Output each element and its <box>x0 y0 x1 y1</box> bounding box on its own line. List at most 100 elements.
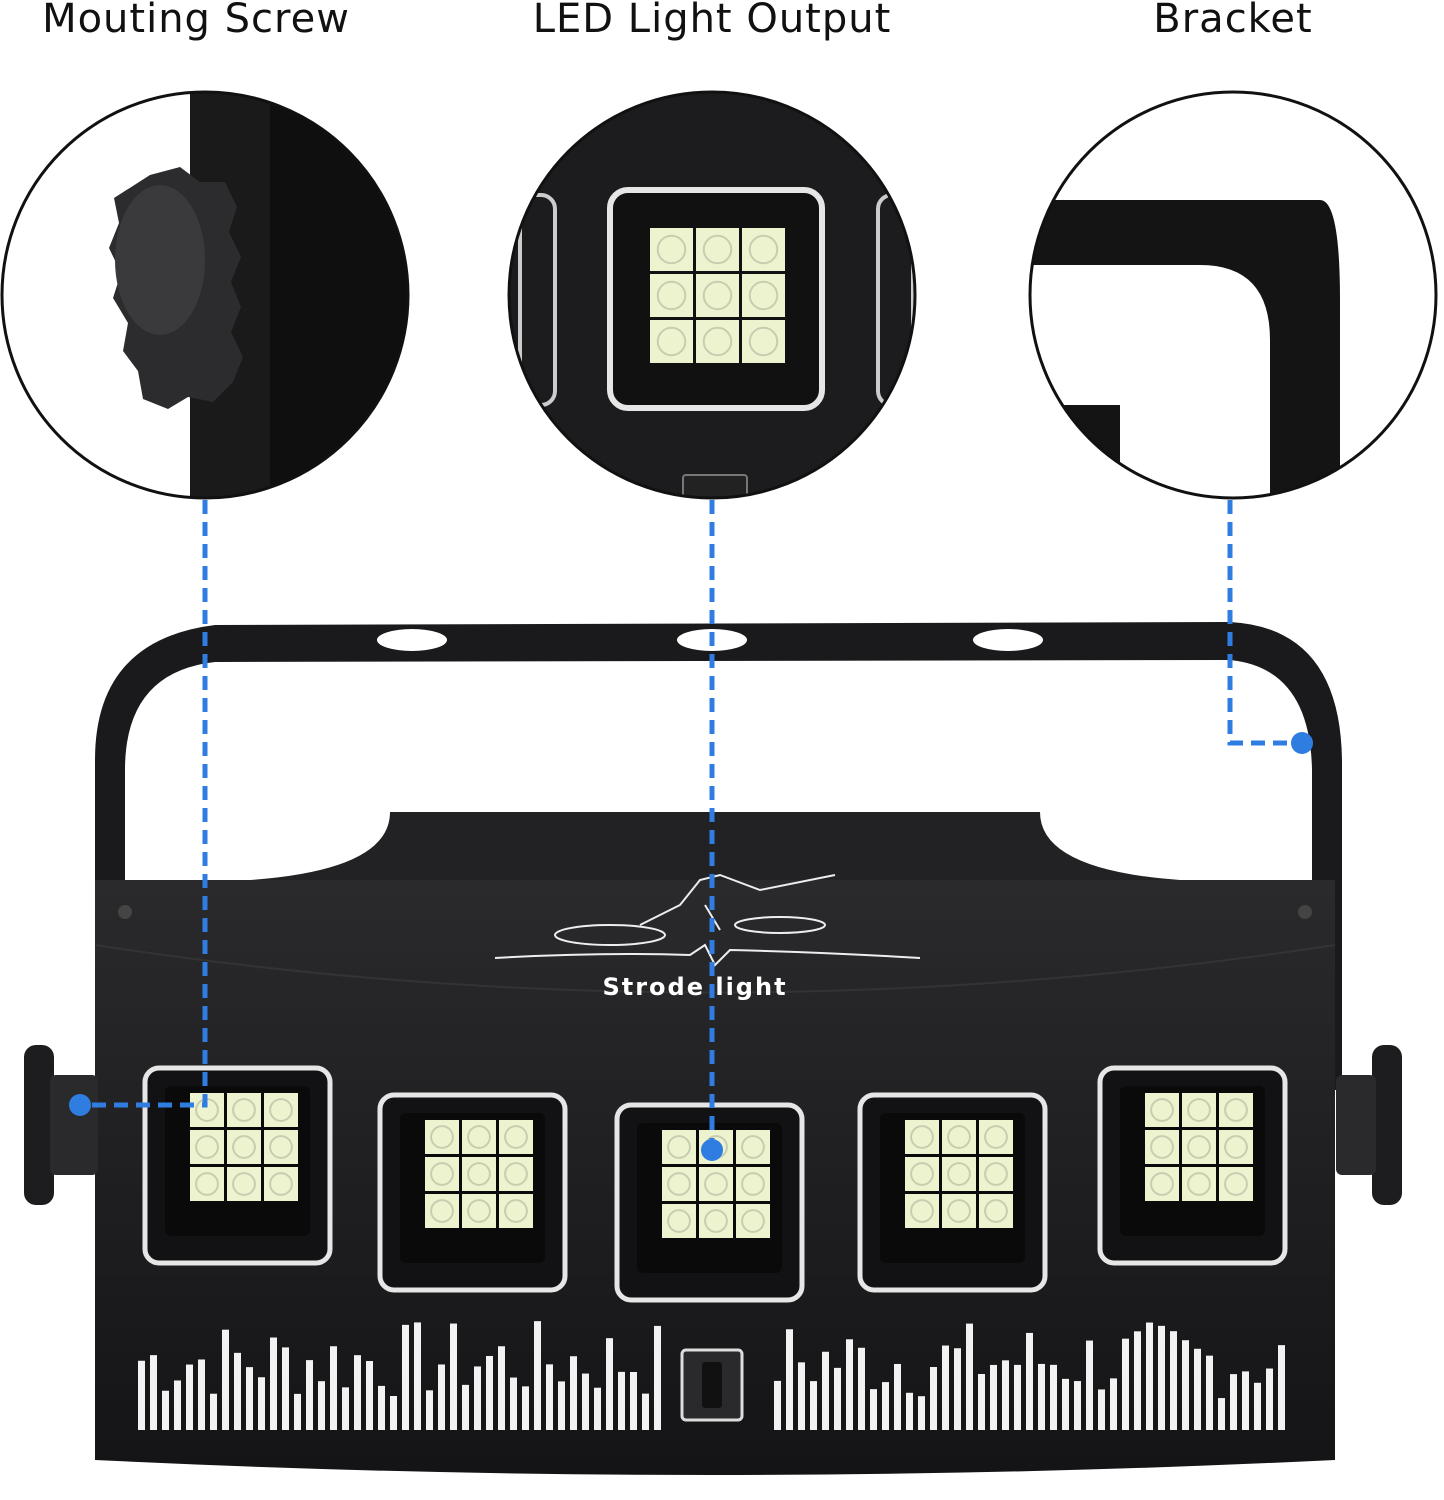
led-chip <box>264 1167 298 1201</box>
led-chip <box>264 1093 298 1127</box>
sound-bar <box>594 1387 601 1430</box>
sound-bar <box>1050 1364 1057 1430</box>
sound-bar <box>474 1366 481 1430</box>
sound-bar <box>174 1380 181 1430</box>
callout-dot-led <box>701 1139 723 1161</box>
sound-bar <box>822 1351 829 1430</box>
led-chip <box>650 228 693 271</box>
sound-bar <box>654 1325 661 1430</box>
sound-bar <box>306 1360 313 1430</box>
led-chip <box>696 274 739 317</box>
sound-bar <box>258 1377 265 1430</box>
zoom-circle-mounting-screw <box>0 90 410 500</box>
sound-bar <box>810 1381 817 1430</box>
led-chip <box>1182 1093 1216 1127</box>
sound-bar <box>546 1364 553 1430</box>
led-chip <box>736 1167 770 1201</box>
sound-bar <box>954 1348 961 1430</box>
sound-bar <box>1194 1348 1201 1430</box>
sound-bar <box>846 1339 853 1430</box>
sound-bar <box>186 1364 193 1430</box>
led-chip <box>736 1130 770 1164</box>
led-chip <box>662 1204 696 1238</box>
sound-bar <box>582 1373 589 1430</box>
power-switch[interactable] <box>680 1348 744 1422</box>
sound-bar <box>198 1359 205 1430</box>
zoom-circle-led-output <box>507 90 917 500</box>
led-chip <box>462 1120 496 1154</box>
led-chip <box>227 1093 261 1127</box>
sound-bar <box>606 1338 613 1430</box>
led-chip <box>979 1194 1013 1228</box>
led-chip <box>742 228 785 271</box>
sound-bar <box>246 1367 253 1430</box>
led-chip <box>425 1120 459 1154</box>
sound-bar <box>1014 1364 1021 1430</box>
led-chip <box>190 1130 224 1164</box>
sound-bar <box>894 1363 901 1430</box>
sound-bar <box>318 1381 325 1430</box>
sound-bar <box>966 1323 973 1430</box>
callout-lines <box>80 500 1302 1150</box>
led-chip <box>1145 1093 1179 1127</box>
sound-bar <box>462 1384 469 1430</box>
led-module <box>1097 1065 1288 1266</box>
led-chip <box>1182 1130 1216 1164</box>
callout-label-led-output: LED Light Output <box>532 0 892 42</box>
sound-bar <box>1002 1360 1009 1430</box>
led-chip <box>1182 1167 1216 1201</box>
sound-bar <box>222 1329 229 1430</box>
callout-dot-bracket <box>1291 732 1313 754</box>
sound-bar <box>1098 1389 1105 1430</box>
sound-bar <box>138 1360 145 1430</box>
brand-logo-text: Strode light <box>602 973 787 1001</box>
led-chip <box>979 1120 1013 1154</box>
sound-bar <box>882 1382 889 1430</box>
led-chip <box>942 1157 976 1191</box>
sound-bar <box>450 1323 457 1430</box>
led-chip <box>499 1157 533 1191</box>
led-chip <box>699 1204 733 1238</box>
sound-bar <box>390 1395 397 1430</box>
sound-bar <box>978 1374 985 1430</box>
led-chip <box>696 228 739 271</box>
led-chip <box>227 1167 261 1201</box>
led-chip <box>650 320 693 363</box>
led-chip <box>979 1157 1013 1191</box>
sound-bar <box>342 1387 349 1430</box>
sound-bar <box>1026 1332 1033 1430</box>
sound-bar <box>630 1371 637 1430</box>
sound-bar <box>1278 1345 1285 1430</box>
sound-bar <box>498 1346 505 1430</box>
sound-bar <box>1170 1331 1177 1430</box>
sound-bar <box>522 1386 529 1430</box>
led-chip <box>942 1194 976 1228</box>
sound-bar <box>282 1347 289 1430</box>
led-chip <box>1145 1167 1179 1201</box>
led-chip <box>905 1157 939 1191</box>
sound-bar <box>510 1377 517 1430</box>
sound-bar <box>354 1355 361 1430</box>
sound-bar <box>210 1393 217 1430</box>
sound-bar <box>1158 1325 1165 1430</box>
led-chip <box>742 274 785 317</box>
sound-bar <box>786 1329 793 1430</box>
sound-bar <box>918 1396 925 1430</box>
sound-bar <box>1182 1340 1189 1430</box>
sound-bar <box>414 1322 421 1430</box>
led-chip <box>227 1130 261 1164</box>
led-chip <box>425 1194 459 1228</box>
right-mounting-screw <box>1336 1045 1402 1205</box>
led-chip <box>699 1167 733 1201</box>
sound-bar <box>1254 1382 1261 1430</box>
sound-bar <box>366 1361 373 1430</box>
led-chip <box>462 1194 496 1228</box>
sound-bar <box>1206 1355 1213 1430</box>
sound-bar <box>486 1355 493 1430</box>
callout-dot-screw <box>69 1094 91 1116</box>
callout-label-mounting-screw: Mouting Screw <box>42 0 350 42</box>
led-chip <box>742 320 785 363</box>
sound-bar <box>162 1390 169 1430</box>
led-chip <box>650 274 693 317</box>
led-chip <box>425 1157 459 1191</box>
